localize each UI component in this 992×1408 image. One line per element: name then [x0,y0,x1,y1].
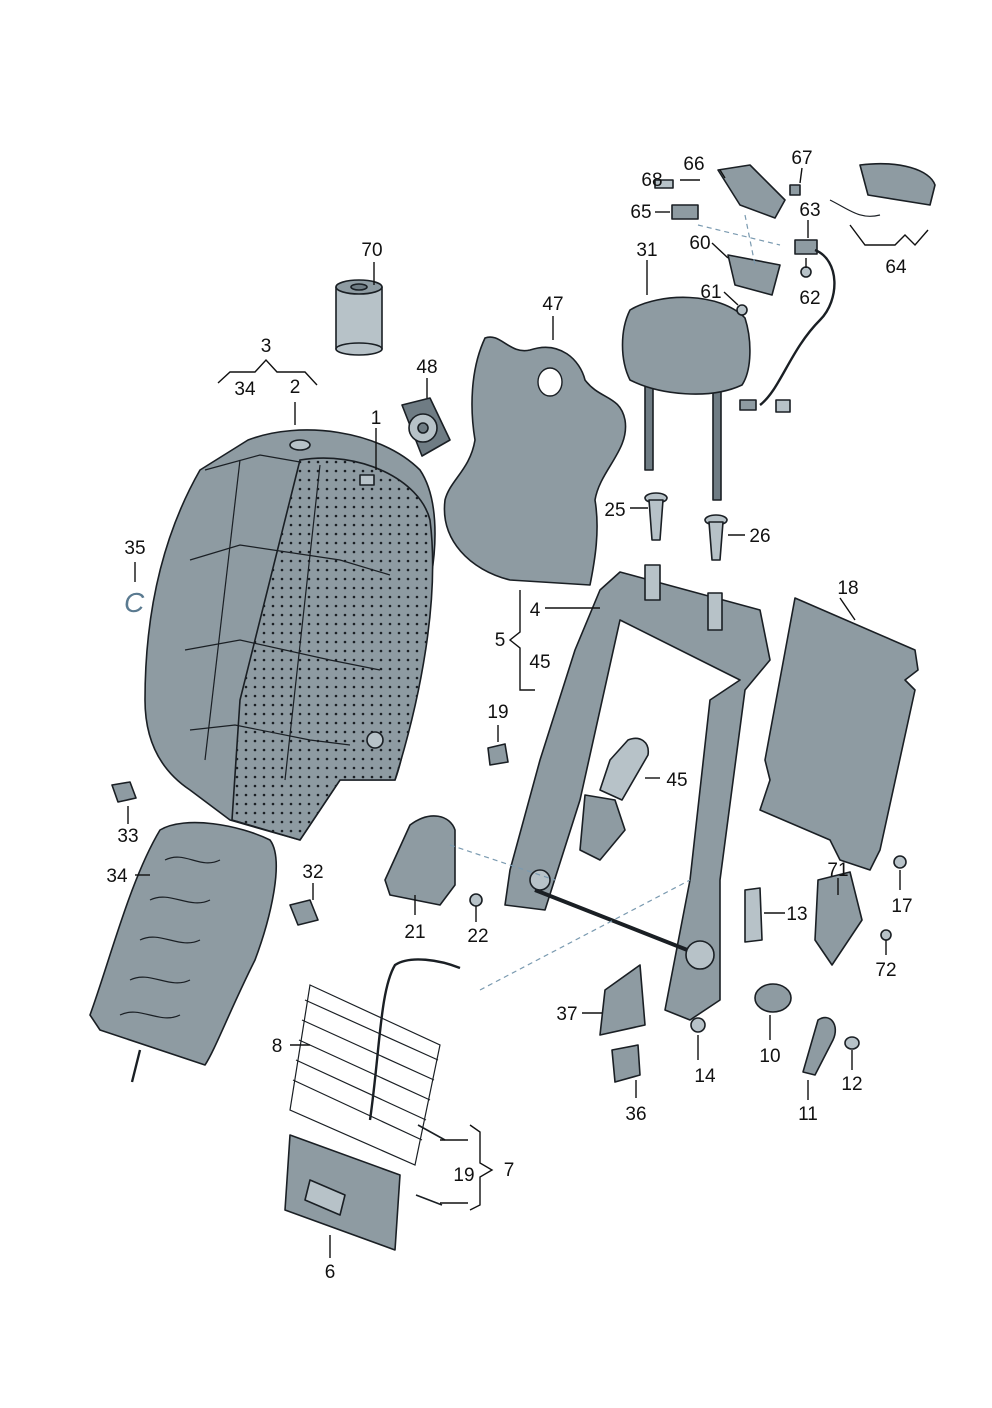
label-1: 1 [371,408,382,429]
mechanism-71 [814,871,863,966]
label-71: 71 [827,860,848,881]
label-70: 70 [361,240,382,261]
spring-19a [417,1124,446,1141]
label-3: 3 [261,336,272,357]
side-trim-21 [384,815,456,906]
label-14: 14 [694,1066,716,1087]
spring-19b [415,1194,443,1206]
label-48: 48 [416,357,437,378]
label-34: 34 [106,866,128,887]
label-72: 72 [875,960,896,981]
adjustment-motor [579,737,650,861]
lumbar-support-plate [284,1134,401,1251]
clip-67 [789,184,801,196]
wire-plug [739,399,757,411]
cover-36 [611,1044,641,1083]
label-67: 67 [791,148,812,169]
label-8: 8 [272,1036,283,1057]
label-32: 32 [302,862,323,883]
label-37: 37 [556,1004,577,1025]
knob-10 [754,983,792,1013]
label-63: 63 [799,200,820,221]
label-25: 25 [604,500,625,521]
bolt-22 [469,893,483,907]
label-18: 18 [837,578,858,599]
backrest-rear-panel [759,597,919,871]
bracket-66 [717,164,786,219]
label-47: 47 [542,294,563,315]
label-35: 35 [124,538,145,559]
nut-17 [893,855,907,869]
label-65: 65 [630,202,651,223]
ventilation-fan [401,397,451,457]
connector-63 [794,239,818,255]
wire-plug-2 [775,399,791,413]
lever-11 [802,1016,837,1076]
label-61: 61 [700,282,721,303]
label-45-group: 45 [529,652,550,673]
backrest-cover [144,429,436,841]
label-10: 10 [759,1046,780,1067]
label-12: 12 [841,1074,862,1095]
label-45-motor: 45 [666,770,687,791]
label-33: 33 [117,826,138,847]
label-5: 5 [495,630,506,651]
headrest [621,296,751,501]
label-26: 26 [749,526,770,547]
lumbar-support-wire-mat [289,958,461,1166]
bolt-72 [880,929,892,941]
label-68: 68 [641,170,662,191]
bracket-60 [727,254,781,296]
label-19-springs: 19 [453,1165,474,1186]
label-13: 13 [786,904,807,925]
label-4: 4 [530,600,541,621]
backrest-frame [504,564,771,1021]
cap-12 [844,1036,860,1050]
backrest-padding [443,336,627,586]
clip-19 [487,743,509,766]
screw-14 [690,1017,706,1033]
headrest-guide-sleeve-26 [704,514,728,561]
label-34-group: 34 [234,379,256,400]
clip-33 [111,781,137,803]
module-65 [671,204,699,220]
seat-heating-element [89,821,277,1083]
label-11: 11 [798,1104,818,1125]
label-62: 62 [799,288,820,309]
spacer-13 [744,887,763,943]
screw-62 [800,266,812,278]
label-21: 21 [404,922,425,943]
label-64: 64 [885,257,907,278]
label-22: 22 [467,926,488,947]
label-19-clip: 19 [487,702,508,723]
label-2: 2 [290,377,301,398]
screw-61 [736,304,748,316]
connector-32 [289,899,319,926]
cover-64 [859,162,936,206]
leader-lines [127,167,929,1258]
label-66: 66 [683,154,704,175]
label-6: 6 [325,1262,336,1283]
label-36: 36 [625,1104,646,1125]
label-31: 31 [636,240,657,261]
clip-68 [654,179,674,189]
label-60: 60 [689,233,710,254]
clip-35-glyph: C [124,587,145,618]
adhesive-can [335,279,383,356]
headrest-guide-sleeve-25 [644,492,668,541]
label-7: 7 [504,1160,515,1181]
label-17: 17 [891,896,912,917]
cover-37 [599,964,646,1036]
